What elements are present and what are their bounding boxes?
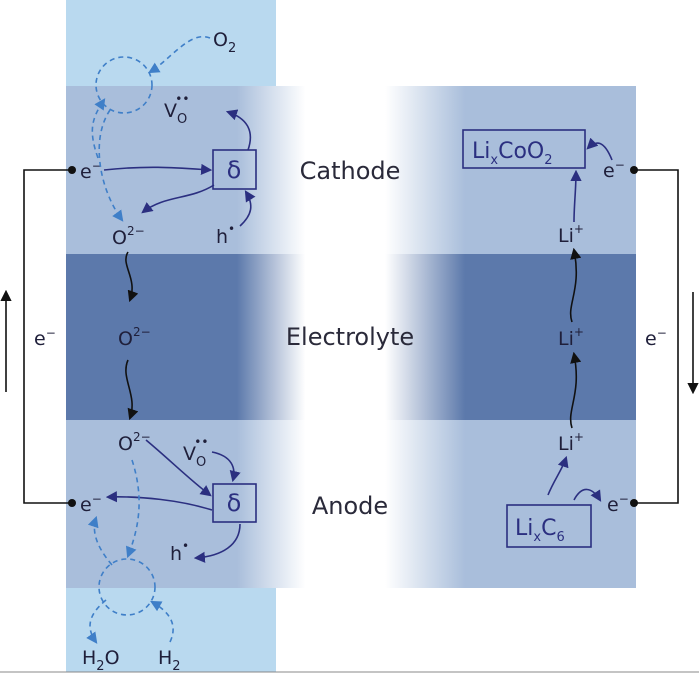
battery-circuit-electron: e− xyxy=(645,326,667,350)
electrolyte-label: Electrolyte xyxy=(286,323,414,351)
battery-electron-into-cathode-arrow xyxy=(586,137,613,161)
battery-anode-material-label: LixC6 xyxy=(515,516,565,545)
battery-li-transport-arrow-lower xyxy=(569,351,582,429)
battery-anode-to-electron-arrow xyxy=(573,488,602,502)
hydrogen-inflow-arrow xyxy=(150,600,174,643)
cathode-electron-label: e− xyxy=(80,159,102,183)
cathode-vacancy-label: VO•• xyxy=(164,92,189,127)
hydrogen-fuel-label: H2 xyxy=(158,647,181,674)
oxide-transport-arrow-lower xyxy=(125,359,139,421)
oxygen-inflow-arrow xyxy=(148,35,211,74)
battery-cathode-material-label: LixCoO2 xyxy=(472,139,553,168)
battery-cathode-electron: e− xyxy=(603,158,625,182)
anode-site-to-electron-dashed-arrow xyxy=(87,515,113,566)
anode-delta-box xyxy=(212,483,257,523)
anode-delta-to-hole-arrow xyxy=(193,523,241,563)
electrolyte-oxide-label: O2− xyxy=(118,325,151,350)
battery-li-transport-arrow-upper xyxy=(569,247,582,323)
anode-label: Anode xyxy=(312,492,388,520)
cathode-reaction-site xyxy=(95,56,153,114)
cathode-delta-to-vacancy-arrow xyxy=(225,109,252,151)
anode-hole-label: h• xyxy=(170,539,189,565)
anode-oxide-to-site-dashed-arrow xyxy=(125,459,140,559)
cathode-delta-box xyxy=(212,149,257,190)
cathode-delta-label: δ xyxy=(227,156,242,184)
cathode-layer xyxy=(66,86,636,254)
fuel-cell-contact-bottom xyxy=(68,499,76,507)
oxide-transport-arrow-upper xyxy=(125,251,139,303)
fuel-cell-contact-top xyxy=(68,166,76,174)
anode-oxide-to-delta-arrow xyxy=(145,439,212,497)
battery-li-into-cathode-arrow xyxy=(570,169,582,223)
cathode-hole-label: h• xyxy=(216,222,235,248)
water-product-label: H2O xyxy=(82,647,120,674)
anode-vacancy-label: VO•• xyxy=(183,435,208,470)
anode-delta-to-electron-arrow xyxy=(105,491,213,511)
battery-anode-electron: e− xyxy=(607,492,629,516)
fuel-cell-circuit-wire xyxy=(23,169,72,504)
cathode-label: Cathode xyxy=(300,157,401,185)
anode-electron-label: e− xyxy=(80,492,102,516)
oxygen-gas-label: O2 xyxy=(213,29,236,56)
fuel-cell-circuit-electron: e− xyxy=(34,326,56,350)
anode-reaction-site xyxy=(98,558,156,616)
cathode-delta-to-oxide-arrow xyxy=(141,184,215,214)
electrolyte-layer xyxy=(66,254,636,420)
battery-li-out-of-anode-arrow xyxy=(547,455,569,496)
anode-vacancy-to-delta-arrow xyxy=(211,451,241,483)
cathode-oxide-label: O2− xyxy=(112,224,145,249)
anode-delta-label: δ xyxy=(227,489,242,517)
cathode-hole-to-delta-arrow xyxy=(239,190,256,227)
battery-circuit-wire xyxy=(634,169,679,504)
battery-li-ion-cathode: Li+ xyxy=(558,222,584,247)
anode-layer xyxy=(66,420,636,588)
battery-cathode-material-box xyxy=(462,129,586,169)
battery-li-ion-anode: Li+ xyxy=(558,430,584,455)
battery-anode-material-box xyxy=(506,504,592,548)
battery-li-ion-electrolyte: Li+ xyxy=(558,325,584,350)
cathode-electron-to-site-dashed-arrow xyxy=(91,98,106,159)
battery-contact-bottom xyxy=(630,499,638,507)
cathode-site-to-oxide-dashed-arrow xyxy=(98,109,124,222)
battery-contact-top xyxy=(630,166,638,174)
cathode-electron-to-delta-arrow xyxy=(103,163,213,175)
